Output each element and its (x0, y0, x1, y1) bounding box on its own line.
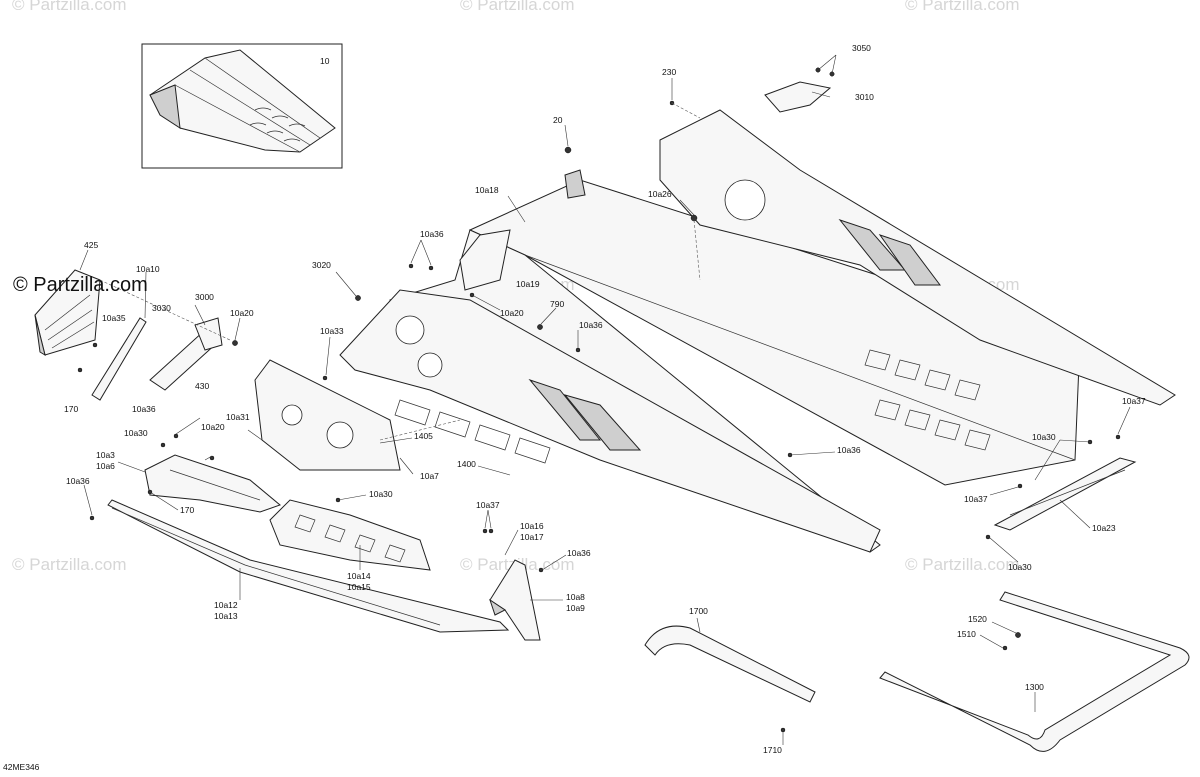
callout-1300: 1300 (1025, 682, 1044, 692)
callout-10a33: 10a33 (320, 326, 344, 336)
callout-10a36: 10a36 (837, 445, 861, 455)
callout-10a17: 10a17 (520, 532, 544, 542)
callout-10a23: 10a23 (1092, 523, 1116, 533)
callout-10a20: 10a20 (230, 308, 254, 318)
callout-425: 425 (84, 240, 98, 250)
callout-170: 170 (64, 404, 78, 414)
fasteners (77, 100, 1121, 733)
tunnel-assembly[interactable] (339, 109, 1176, 553)
callout-1400: 1400 (457, 459, 476, 469)
callout-10a18: 10a18 (475, 185, 499, 195)
callout-10a30: 10a30 (369, 489, 393, 499)
callout-10a20: 10a20 (500, 308, 524, 318)
front-panel-425[interactable] (34, 269, 101, 357)
callout-790: 790 (550, 299, 564, 309)
callout-1700: 1700 (689, 606, 708, 616)
callout-10a36: 10a36 (567, 548, 591, 558)
callout-10a16: 10a16 (520, 521, 544, 531)
callout-430: 430 (195, 381, 209, 391)
callout-20: 20 (553, 115, 563, 125)
callout-3010: 3010 (855, 92, 874, 102)
callout-10a26: 10a26 (648, 189, 672, 199)
callout-10a14: 10a14 (347, 571, 371, 581)
strut-3030[interactable] (91, 317, 223, 401)
callout-3020: 3020 (312, 260, 331, 270)
callout-230: 230 (662, 67, 676, 77)
callout-10a8: 10a8 (566, 592, 585, 602)
callout-10a35: 10a35 (102, 313, 126, 323)
callout-10a13: 10a13 (214, 611, 238, 621)
watermark: © Partzilla.com (905, 555, 1020, 574)
callout-10: 10 (320, 56, 330, 66)
callout-10a6: 10a6 (96, 461, 115, 471)
watermark: © Partzilla.com (12, 0, 127, 14)
watermark: © Partzilla.com (905, 0, 1020, 14)
callout-10a36: 10a36 (420, 229, 444, 239)
brand-overlay: © Partzilla.com (13, 274, 148, 296)
watermark: © Partzilla.com (12, 555, 127, 574)
callout-10a15: 10a15 (347, 582, 371, 592)
watermark: © Partzilla.com (460, 0, 575, 14)
callout-labels: 230 3050 3010 20 10a18 10a26 425 10a10 3… (64, 43, 1146, 755)
diagram-code: 42ME346 (3, 762, 40, 772)
callout-3050: 3050 (852, 43, 871, 53)
callout-1405: 1405 (414, 431, 433, 441)
callout-10a37: 10a37 (964, 494, 988, 504)
leader-lines (79, 54, 1131, 745)
callout-10a12: 10a12 (214, 600, 238, 610)
callout-10a10: 10a10 (136, 264, 160, 274)
assembly-lines (99, 102, 701, 441)
callout-1510: 1510 (957, 629, 976, 639)
bumper-10a12[interactable] (107, 499, 510, 633)
inset-part-10[interactable]: 10 (141, 43, 343, 169)
plate-10a31[interactable] (254, 359, 401, 471)
callout-10a36: 10a36 (66, 476, 90, 486)
callout-10a36: 10a36 (132, 404, 156, 414)
callout-3000: 3000 (195, 292, 214, 302)
callout-10a30: 10a30 (124, 428, 148, 438)
callout-3030: 3030 (152, 303, 171, 313)
bracket-10a3[interactable] (144, 454, 281, 513)
rail-1700[interactable] (644, 625, 816, 703)
callout-10a30: 10a30 (1032, 432, 1056, 442)
callout-10a37: 10a37 (476, 500, 500, 510)
callout-10a3: 10a3 (96, 450, 115, 460)
callout-10a30: 10a30 (1008, 562, 1032, 572)
panel-10a14[interactable] (269, 499, 431, 571)
bracket-10a8[interactable] (489, 559, 541, 641)
rear-bumper-1300[interactable] (879, 591, 1190, 752)
rear-bracket-10a23[interactable] (993, 457, 1137, 531)
callout-170: 170 (180, 505, 194, 515)
callout-10a9: 10a9 (566, 603, 585, 613)
callout-10a37: 10a37 (1122, 396, 1146, 406)
bracket-3010[interactable] (764, 67, 835, 113)
callout-10a31: 10a31 (226, 412, 250, 422)
callout-1520: 1520 (968, 614, 987, 624)
callout-10a7: 10a7 (420, 471, 439, 481)
callout-10a36: 10a36 (579, 320, 603, 330)
callout-10a19: 10a19 (516, 279, 540, 289)
callout-1710: 1710 (763, 745, 782, 755)
callout-10a20: 10a20 (201, 422, 225, 432)
